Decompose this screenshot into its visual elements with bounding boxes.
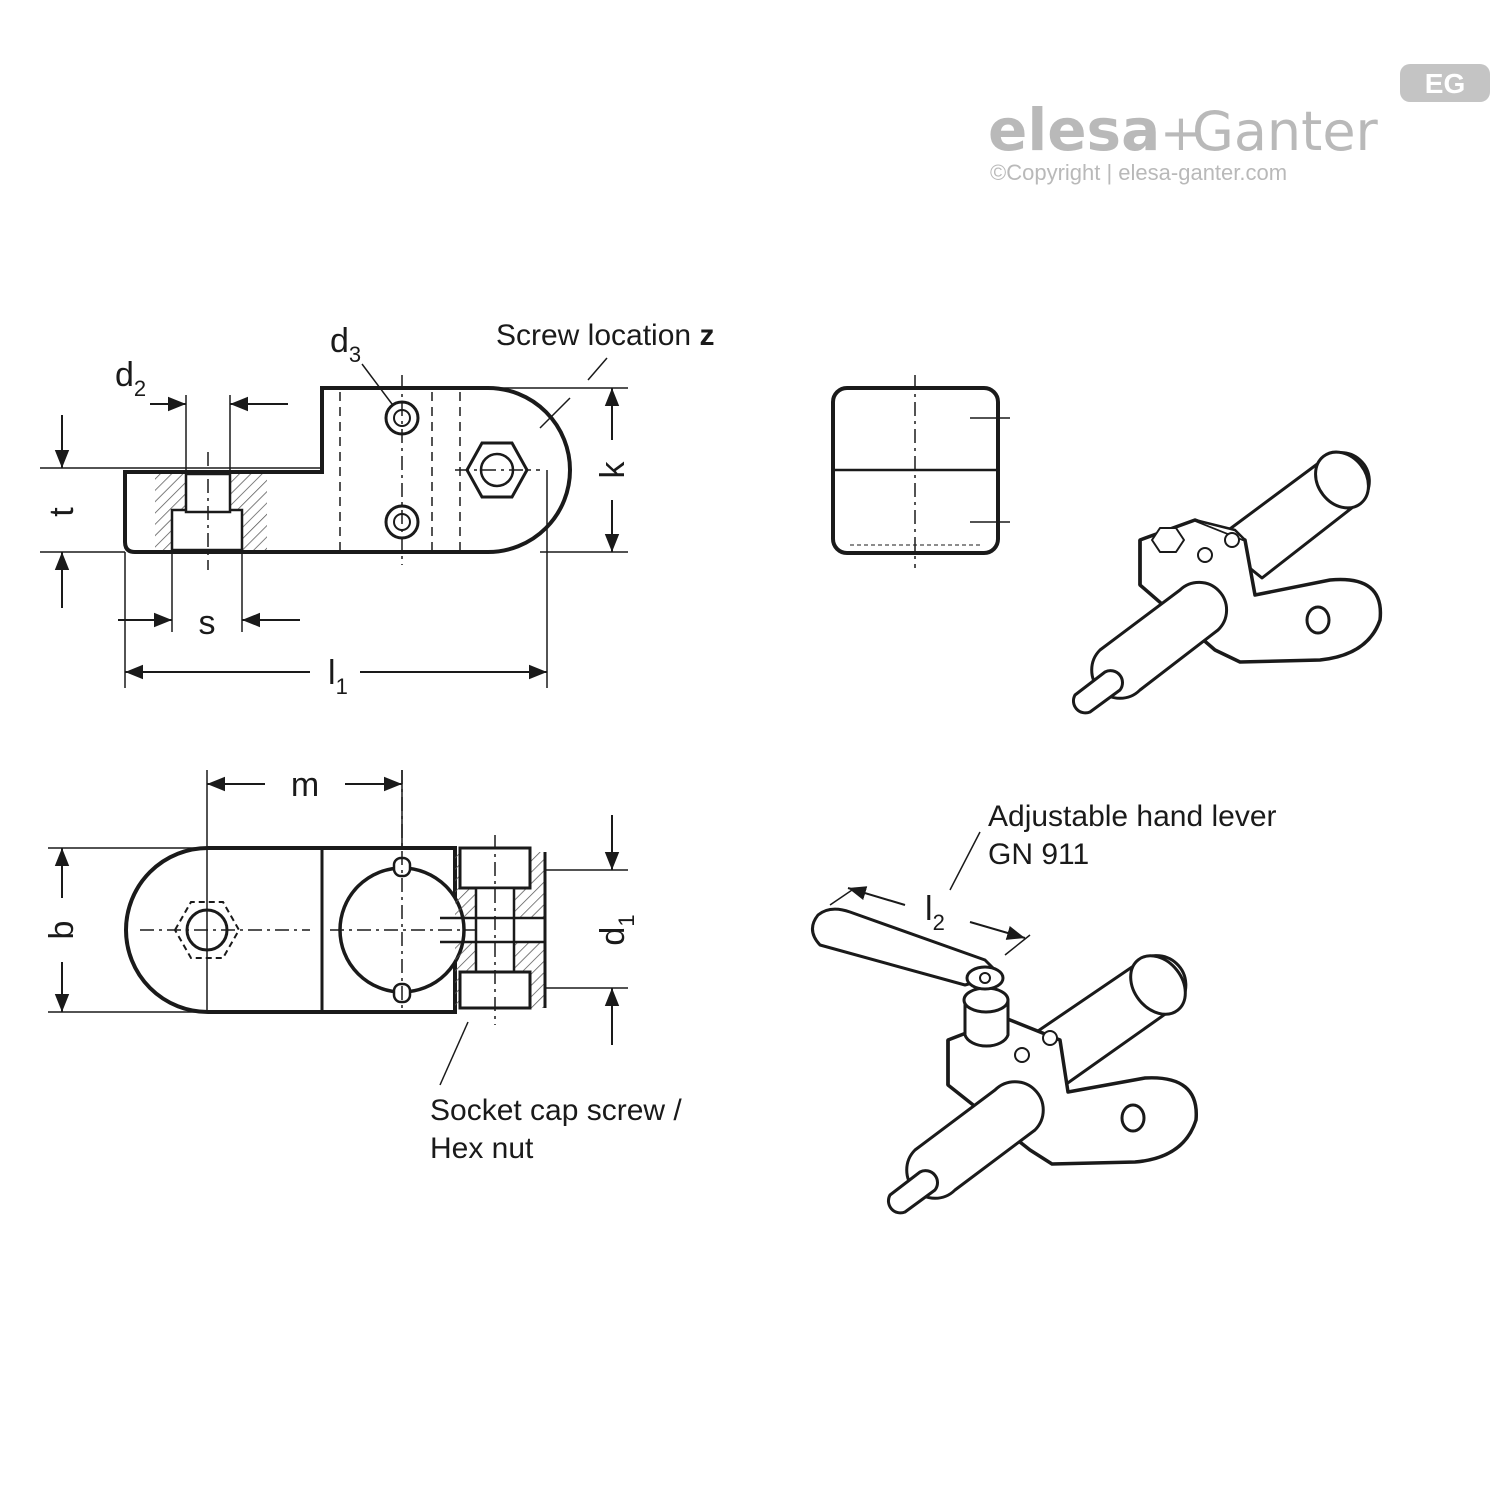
screw-d3-bottom <box>384 504 420 540</box>
screw-iso <box>1042 1030 1058 1046</box>
lever-screw <box>979 972 991 984</box>
label-b: b <box>43 921 81 940</box>
fixing-hole-iso <box>1120 1103 1146 1133</box>
label-s: s <box>199 604 216 642</box>
end-view <box>831 375 1010 568</box>
brand-logo: elesa + Ganter EG ©Copyright | elesa-gan… <box>988 64 1490 185</box>
brand-name-left: elesa <box>988 96 1160 164</box>
label-l2: l2 <box>925 890 945 935</box>
note-screw-location: Screw location z <box>496 319 714 352</box>
note-hand-lever: Adjustable hand lever <box>988 800 1277 833</box>
side-view <box>40 357 628 688</box>
brand-badge-shape <box>1400 64 1490 102</box>
label-l1: l1 <box>328 654 348 699</box>
brand-badge-text: EG <box>1425 68 1465 99</box>
screw-d3-bottom-inner <box>393 513 411 531</box>
hex-socket-iso <box>1151 527 1185 553</box>
dim-l2 <box>829 831 1031 956</box>
leader-hand-lever <box>949 831 981 891</box>
label-t: t <box>43 507 81 517</box>
rod-pin <box>886 1169 939 1215</box>
label-m: m <box>291 766 319 804</box>
counterbore <box>170 508 244 552</box>
extension-line <box>1004 934 1031 956</box>
note-gn911: GN 911 <box>988 838 1089 871</box>
rod-pin <box>1071 669 1124 715</box>
label-d1: d1 <box>594 914 639 945</box>
leader-d3 <box>361 363 393 405</box>
screw-iso <box>1014 1047 1030 1063</box>
lever-hub-top <box>962 986 1010 1014</box>
rod-front <box>905 1080 1045 1200</box>
rod-end <box>1314 450 1370 510</box>
leader-screw-location <box>587 357 608 381</box>
hex-nut <box>465 441 529 499</box>
brand-plus: + <box>1160 104 1202 162</box>
isometric-view-clamp <box>1071 450 1383 715</box>
rod-end <box>1129 954 1187 1016</box>
isometric-view-lever <box>811 907 1198 1215</box>
screw-iso <box>1224 532 1240 548</box>
top-view <box>48 770 628 1086</box>
screw-iso <box>1197 547 1213 563</box>
extension-line <box>829 887 856 906</box>
note-socket-cap-screw: Socket cap screw / <box>430 1094 682 1127</box>
screw-d3-top-inner <box>393 409 411 427</box>
side-view-body <box>123 386 572 554</box>
rod-front <box>1090 580 1229 700</box>
leader-socket-cap-screw <box>439 1021 469 1086</box>
label-k: k <box>594 461 632 479</box>
brand-name-right: Ganter <box>1192 100 1379 163</box>
screw-d3-top <box>384 400 420 436</box>
hex-outline-hidden <box>173 901 241 959</box>
top-view-body <box>124 846 457 1014</box>
dim-l2-arrow-right <box>969 921 1026 940</box>
label-d2: d2 <box>115 356 146 401</box>
dim-l2-arrow-left <box>847 886 906 906</box>
fixing-hole-iso <box>1305 605 1331 635</box>
label-d3: d3 <box>330 322 361 367</box>
brand-copyright: ©Copyright | elesa-ganter.com <box>990 160 1287 185</box>
leader-screw-location <box>539 397 571 429</box>
note-hex-nut: Hex nut <box>430 1132 534 1165</box>
